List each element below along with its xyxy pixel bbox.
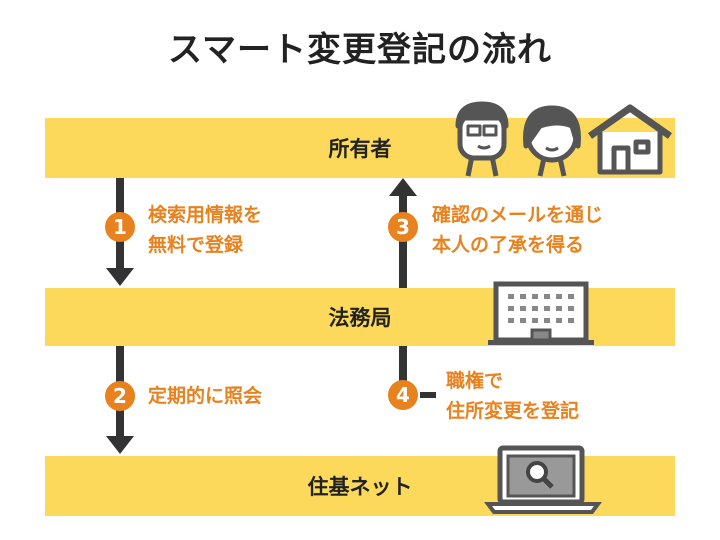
page-title: スマート変更登記の流れ bbox=[168, 30, 552, 70]
step-3-text: 確認のメールを通じ本人の了承を得る bbox=[432, 204, 604, 256]
step-number-4: 4 bbox=[388, 380, 418, 410]
owner-people-house-icon bbox=[455, 101, 673, 177]
step-2-text: 定期的に照会 bbox=[148, 385, 263, 407]
arrowhead-down-icon bbox=[106, 268, 134, 286]
government-building-icon bbox=[488, 281, 594, 345]
arrow-up-3 bbox=[399, 196, 407, 288]
connector-dash-4 bbox=[420, 392, 436, 398]
step-4-text: 職権で住所変更を登記 bbox=[446, 370, 580, 422]
step-number-2: 2 bbox=[105, 381, 135, 411]
arrowhead-up-icon bbox=[389, 178, 417, 196]
connector-line-4 bbox=[399, 346, 407, 384]
laptop-search-icon bbox=[484, 445, 602, 514]
step-number-3: 3 bbox=[388, 212, 418, 242]
step-1-text: 検索用情報を無料で登録 bbox=[148, 204, 263, 256]
step-number-1: 1 bbox=[105, 212, 135, 242]
arrowhead-down-icon bbox=[106, 436, 134, 454]
